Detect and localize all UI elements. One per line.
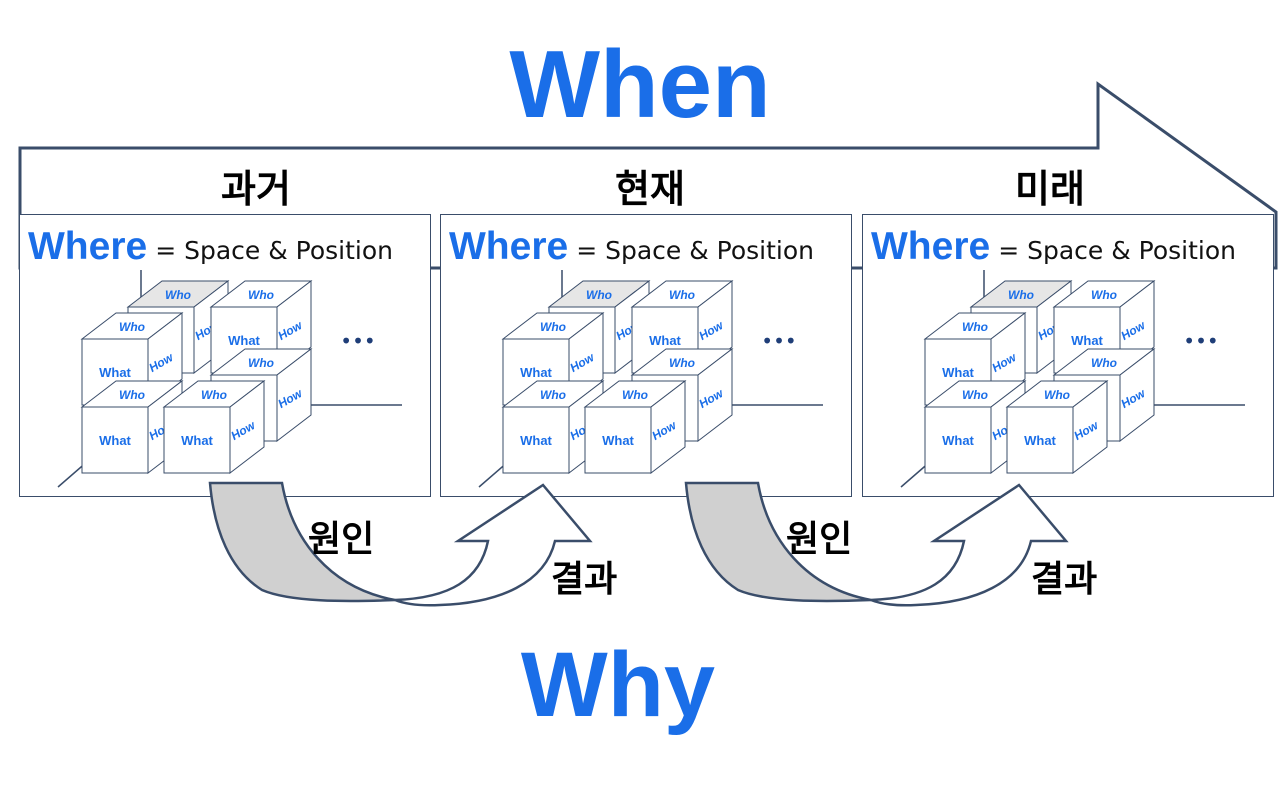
cube-who-label: Who [586, 288, 612, 302]
ellipsis: ••• [340, 329, 375, 353]
era-future: 미래 [1015, 167, 1085, 211]
cube-what-label: What [942, 433, 974, 448]
cube-what-label: What [228, 333, 260, 348]
ellipsis: ••• [1183, 329, 1218, 353]
where-heading: Where= Space & Position [449, 225, 814, 269]
cause-label-2: 원인 [786, 519, 853, 560]
cube-front-face [924, 406, 992, 474]
where-word: Where [28, 225, 148, 268]
cube-cluster: WhatWhoHowWhatWhoHowWhatWhoHowWhatWhoHow… [57, 270, 402, 488]
cube-what-label: What [1024, 433, 1056, 448]
cube-what-label: What [99, 365, 131, 380]
cube-who-label: Who [962, 388, 988, 402]
panel-present: Where= Space & Position WhatWhoHowWhatWh… [440, 214, 852, 497]
cube-who-label: Who [669, 356, 695, 370]
cube-front-face [1006, 406, 1074, 474]
era-past: 과거 [221, 167, 291, 211]
cube-who-label: Who [540, 320, 566, 334]
cube-who-label: Who [962, 320, 988, 334]
when-title: When [509, 31, 771, 138]
cube-who-label: Who [119, 388, 145, 402]
panel-future: Where= Space & Position WhatWhoHowWhatWh… [862, 214, 1274, 497]
where-heading: Where= Space & Position [28, 225, 393, 269]
where-description: = Space & Position [998, 236, 1237, 265]
effect-label-1: 결과 [551, 559, 618, 600]
why-title: Why [520, 634, 716, 736]
cube-who-label: Who [248, 288, 274, 302]
era-present: 현재 [615, 167, 685, 211]
panel-past: Where= Space & Position WhatWhoHowWhatWh… [19, 214, 431, 497]
cube-front-face [81, 406, 149, 474]
where-heading: Where= Space & Position [871, 225, 1236, 269]
cube-front-face [502, 406, 570, 474]
cube-what-label: What [602, 433, 634, 448]
cube-cluster: WhatWhoHowWhatWhoHowWhatWhoHowWhatWhoHow… [478, 270, 823, 488]
cube-what-label: What [1071, 333, 1103, 348]
cube-what-label: What [99, 433, 131, 448]
cube-what-label: What [181, 433, 213, 448]
cause-effect-arrow-1 [208, 481, 593, 607]
effect-label-2: 결과 [1031, 559, 1098, 600]
cause-label-1: 원인 [308, 519, 375, 560]
cube-who-label: Who [622, 388, 648, 402]
cube-what-label: What [520, 365, 552, 380]
cube-what-label: What [942, 365, 974, 380]
cube-who-label: Who [1044, 388, 1070, 402]
cube-who-label: Who [248, 356, 274, 370]
where-description: = Space & Position [576, 236, 815, 265]
where-word: Where [871, 225, 991, 268]
cube-what-label: What [520, 433, 552, 448]
cube-cluster: WhatWhoHowWhatWhoHowWhatWhoHowWhatWhoHow… [900, 270, 1245, 488]
cube-who-label: Who [165, 288, 191, 302]
cube-who-label: Who [119, 320, 145, 334]
cube-front-face [163, 406, 231, 474]
cube-who-label: Who [1091, 288, 1117, 302]
cube-who-label: Who [1091, 356, 1117, 370]
cube-who-label: Who [669, 288, 695, 302]
cube-who-label: Who [201, 388, 227, 402]
where-word: Where [449, 225, 569, 268]
where-description: = Space & Position [155, 236, 394, 265]
cube-what-label: What [649, 333, 681, 348]
ellipsis: ••• [761, 329, 796, 353]
cube-who-label: Who [1008, 288, 1034, 302]
cube-who-label: Who [540, 388, 566, 402]
cause-effect-arrow-2 [684, 481, 1069, 607]
cube-front-face [584, 406, 652, 474]
